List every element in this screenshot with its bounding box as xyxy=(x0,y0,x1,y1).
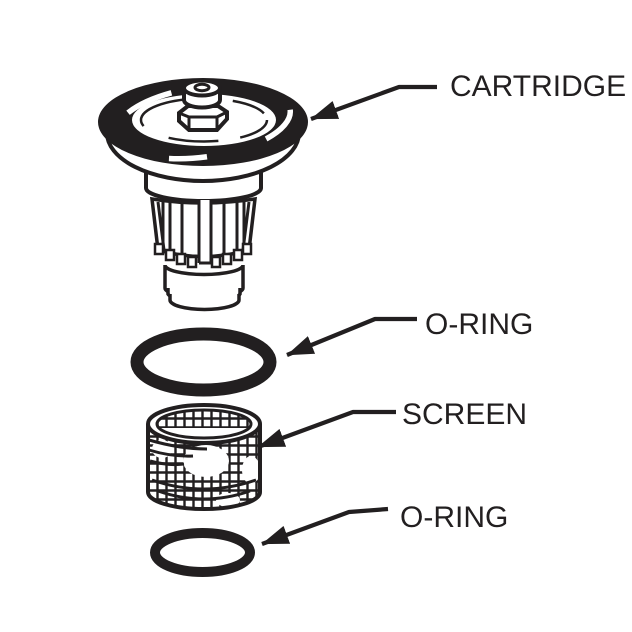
cartridge-cap-hole xyxy=(193,82,211,93)
label-o-ring-upper: O-RING xyxy=(425,308,534,341)
screen-rim-back-mesh xyxy=(157,410,251,428)
cartridge-arrow xyxy=(310,84,437,121)
o-ring-upper-drawing xyxy=(130,327,277,397)
screen-arrow xyxy=(257,409,396,449)
cartridge-flange-highlights xyxy=(112,82,294,162)
cartridge-drawing xyxy=(98,78,308,312)
cartridge-ribs xyxy=(156,201,251,256)
cartridge-bottom-ring-2 xyxy=(168,294,241,312)
label-o-ring-lower: O-RING xyxy=(400,501,509,534)
cartridge-key xyxy=(197,200,213,265)
screen-body-outline xyxy=(146,424,262,511)
screen-top-rim-inner xyxy=(155,408,253,440)
label-cartridge: CARTRIDGE xyxy=(450,70,627,103)
screen-drawing xyxy=(146,403,262,511)
leader-arrows xyxy=(257,84,437,546)
cartridge-key-fill xyxy=(199,200,211,263)
o-ring-lower-arrow xyxy=(261,506,389,546)
o-ring-lower-drawing xyxy=(150,528,255,577)
cartridge-teeth xyxy=(153,242,253,269)
o-ring-upper-arrow xyxy=(286,316,417,357)
cartridge-hex-nut-facets xyxy=(178,110,228,130)
label-screen: SCREEN xyxy=(402,398,528,431)
